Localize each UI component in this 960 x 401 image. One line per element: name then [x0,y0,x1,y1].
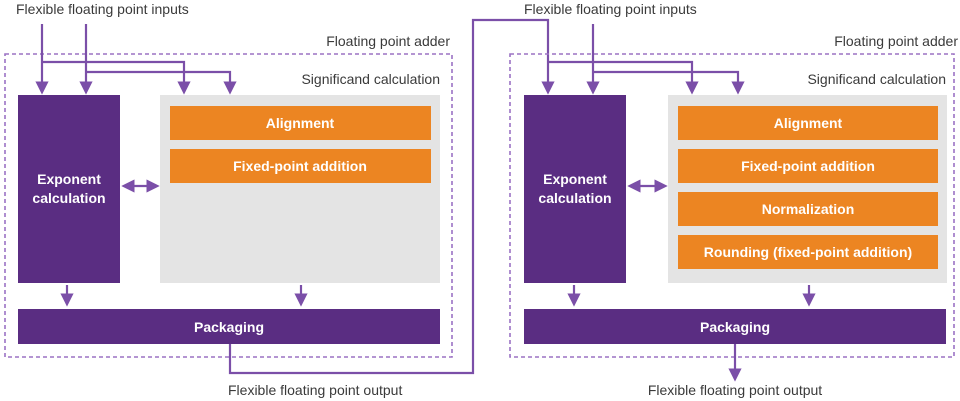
left-stage-alignment [170,106,431,140]
left-stage-fixed-point-addition-label: Fixed-point addition [233,158,367,174]
left-stage-fixed-point-addition [170,149,431,183]
right-input-wires [548,24,745,95]
right-packaging-label: Packaging [700,319,770,335]
left-exponent-block [18,95,120,283]
right-exponent-label-1: Exponent [543,171,607,187]
right-stage-normalization [678,192,938,226]
right-stage-rounding-label: Rounding (fixed-point addition) [704,244,912,260]
right-exponent-label-2: calculation [538,190,611,206]
right-adder-label: Floating point adder [834,33,958,49]
left-significand-label: Significand calculation [301,71,440,87]
left-adder-label: Floating point adder [326,33,450,49]
left-exponent-label-2: calculation [32,190,105,206]
right-exponent-block [524,95,626,283]
left-stage-alignment-label: Alignment [266,115,335,131]
right-input-label: Flexible floating point inputs [524,1,697,17]
left-output-label: Flexible floating point output [228,382,402,398]
left-input-wires [35,24,237,95]
right-stage-fixed-point-addition [678,149,938,183]
inter-adder-connector [228,18,555,375]
right-packaging-block [524,309,946,344]
right-stage-rounding [678,235,938,269]
right-adder: Flexible floating point inputs Floating … [509,1,958,398]
right-stage-normalization-label: Normalization [762,201,855,217]
right-significand-label: Significand calculation [807,71,946,87]
left-packaging-block [18,309,440,344]
right-output-label: Flexible floating point output [648,382,822,398]
left-adder: Flexible floating point inputs Floating … [4,1,453,398]
right-stage-fixed-point-addition-label: Fixed-point addition [741,158,875,174]
left-exponent-label-1: Exponent [37,171,101,187]
left-adder-frame [4,53,453,358]
left-input-label: Flexible floating point inputs [16,1,189,17]
left-packaging-label: Packaging [194,319,264,335]
right-adder-frame [509,53,955,358]
right-stage-alignment [678,106,938,140]
right-stage-alignment-label: Alignment [774,115,843,131]
